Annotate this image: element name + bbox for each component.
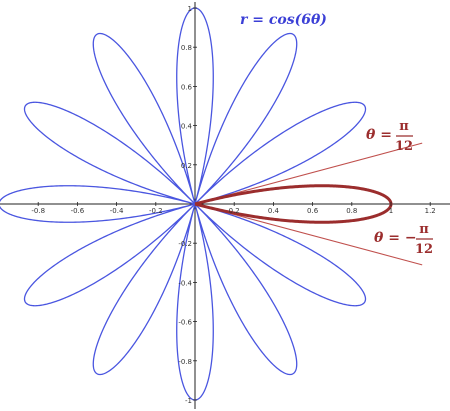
y-tick-label: 0.2 (181, 162, 192, 170)
x-tick-label: 1 (389, 207, 393, 215)
y-tick-label: -0.2 (178, 240, 192, 248)
x-tick-label: -0.4 (110, 207, 124, 215)
y-tick-label: 0.8 (181, 44, 192, 52)
theta-upper-numerator: π (399, 119, 409, 134)
x-tick-label: 0.2 (229, 207, 240, 215)
tick-labels: -0.8 -0.6 -0.4 -0.2 0.2 0.4 0.6 0.8 1 1.2 1 0.8 0.6 0… (31, 5, 435, 405)
theta-upper-lhs: θ = (366, 127, 392, 143)
y-tick-label: 0.6 (181, 83, 193, 91)
theta-lower-label: θ = − π 12 (374, 222, 433, 257)
x-tick-label: 1.2 (425, 207, 436, 215)
x-tick-label: 0.6 (307, 207, 319, 215)
theta-upper-denominator: 12 (395, 139, 413, 154)
y-tick-label: 1 (188, 5, 192, 13)
y-tick-label: -0.6 (178, 319, 192, 327)
equation-label: r = cos(6θ) (240, 12, 327, 28)
equation-lhs: r = (240, 12, 269, 28)
x-tick-label: -0.2 (149, 207, 163, 215)
x-tick-label: -0.8 (31, 207, 45, 215)
y-tick-label: -0.8 (178, 358, 192, 366)
equation-rhs: cos(6θ) (269, 12, 327, 28)
theta-lower-numerator: π (419, 222, 429, 237)
theta-lower-lhs: θ = − (374, 230, 417, 246)
y-tick-label: -1 (185, 397, 192, 405)
y-tick-label: 0.4 (181, 123, 193, 131)
rose-curve (0, 7, 392, 401)
theta-upper-label: θ = π 12 (366, 119, 413, 154)
theta-lower-denominator: 12 (415, 242, 433, 257)
x-tick-label: -0.6 (71, 207, 85, 215)
x-tick-label: 0.4 (268, 207, 280, 215)
y-tick-label: -0.4 (178, 279, 192, 287)
x-tick-label: 0.8 (346, 207, 357, 215)
